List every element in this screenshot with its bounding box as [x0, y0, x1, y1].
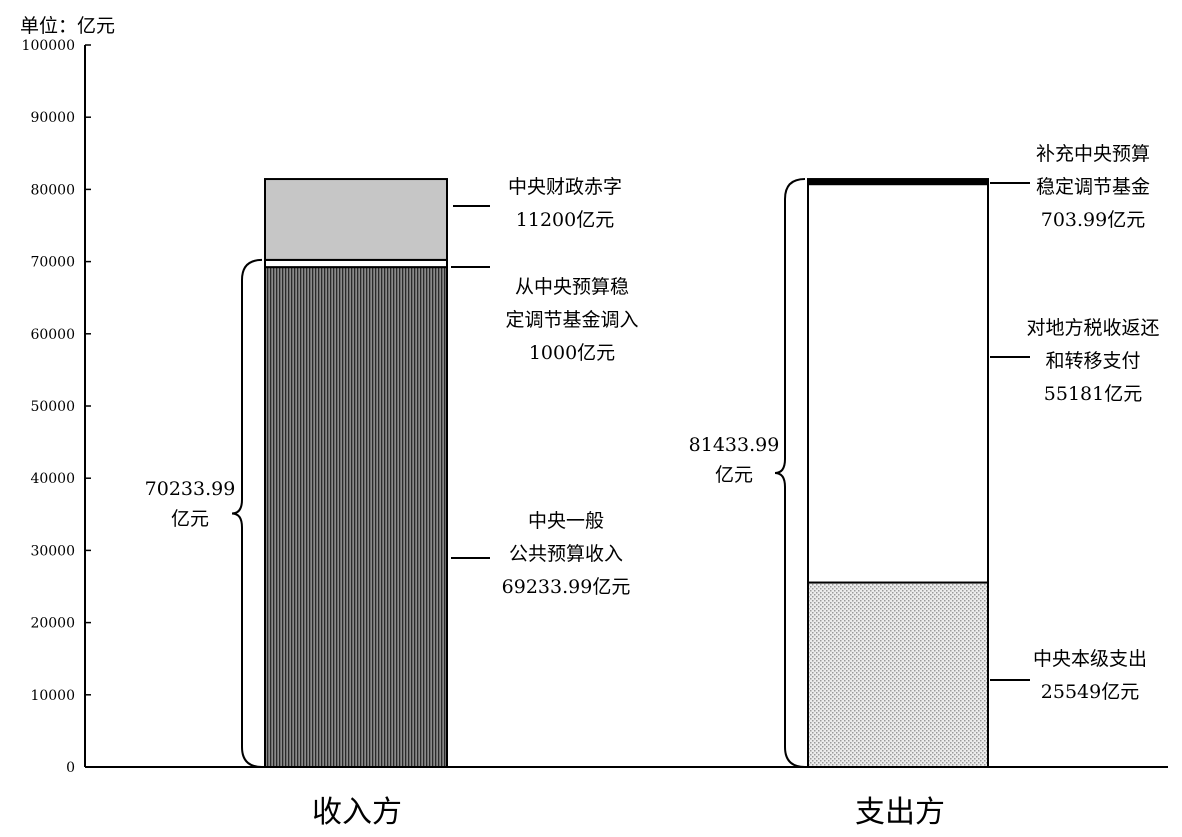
segment-label-rev_deficit: 11200亿元 — [516, 209, 614, 231]
brace-label: 81433.99 — [689, 434, 780, 456]
brace-label: 亿元 — [715, 464, 753, 486]
segment-label-exp_transfer: 对地方税收返还 — [1026, 317, 1159, 339]
category-label: 收入方 — [312, 795, 402, 830]
bar-segment-exp_fund — [807, 178, 989, 186]
y-tick-label: 90000 — [30, 110, 75, 126]
total-brace — [231, 258, 263, 768]
category-label: 支出方 — [855, 795, 945, 830]
bar-segment-rev_deficit — [264, 178, 448, 261]
y-tick-label: 40000 — [30, 471, 75, 487]
stacked-bars — [264, 178, 989, 768]
segment-label-rev_deficit: 中央财政赤字 — [508, 176, 622, 198]
y-tick-label: 10000 — [30, 688, 75, 704]
segment-label-rev_transfer: 从中央预算稳 — [515, 276, 629, 298]
unit-label: 单位：亿元 — [20, 15, 115, 37]
y-tick-label: 60000 — [30, 327, 75, 343]
y-tick-label: 100000 — [22, 38, 75, 54]
y-tick-label: 30000 — [30, 543, 75, 559]
segment-label-exp_central: 中央本级支出 — [1033, 648, 1147, 670]
brace-label: 70233.99 — [145, 478, 236, 500]
brace-label: 亿元 — [171, 508, 209, 530]
segment-label-rev_transfer: 1000亿元 — [529, 342, 615, 364]
segment-label-rev_transfer: 定调节基金调入 — [505, 309, 638, 331]
y-tick-label: 20000 — [30, 616, 75, 632]
segment-label-exp_transfer: 和转移支付 — [1045, 350, 1140, 372]
y-tick-label: 0 — [66, 760, 75, 776]
segment-label-rev_general: 中央一般 — [528, 510, 604, 532]
y-tick-label: 50000 — [30, 399, 75, 415]
total-brace — [774, 178, 806, 768]
segment-label-rev_general: 公共预算收入 — [509, 543, 623, 565]
segment-label-exp_fund: 稳定调节基金 — [1036, 176, 1150, 198]
segment-label-exp_fund: 703.99亿元 — [1041, 209, 1145, 231]
segment-label-exp_central: 25549亿元 — [1041, 681, 1139, 703]
segment-label-exp_fund: 补充中央预算 — [1036, 143, 1150, 165]
segment-label-rev_general: 69233.99亿元 — [502, 576, 631, 598]
bar-segment-rev_general — [264, 266, 448, 768]
y-tick-label: 70000 — [30, 255, 75, 271]
bar-segment-rev_transfer — [264, 258, 448, 269]
y-tick-label: 80000 — [30, 182, 75, 198]
axes: 0 10000 20000 30000 40000 50000 60000 70000 8000… — [22, 38, 1168, 776]
segment-label-exp_transfer: 55181亿元 — [1044, 383, 1142, 405]
bar-segment-exp_central — [807, 581, 989, 768]
bar-segment-exp_transfer — [807, 183, 989, 584]
